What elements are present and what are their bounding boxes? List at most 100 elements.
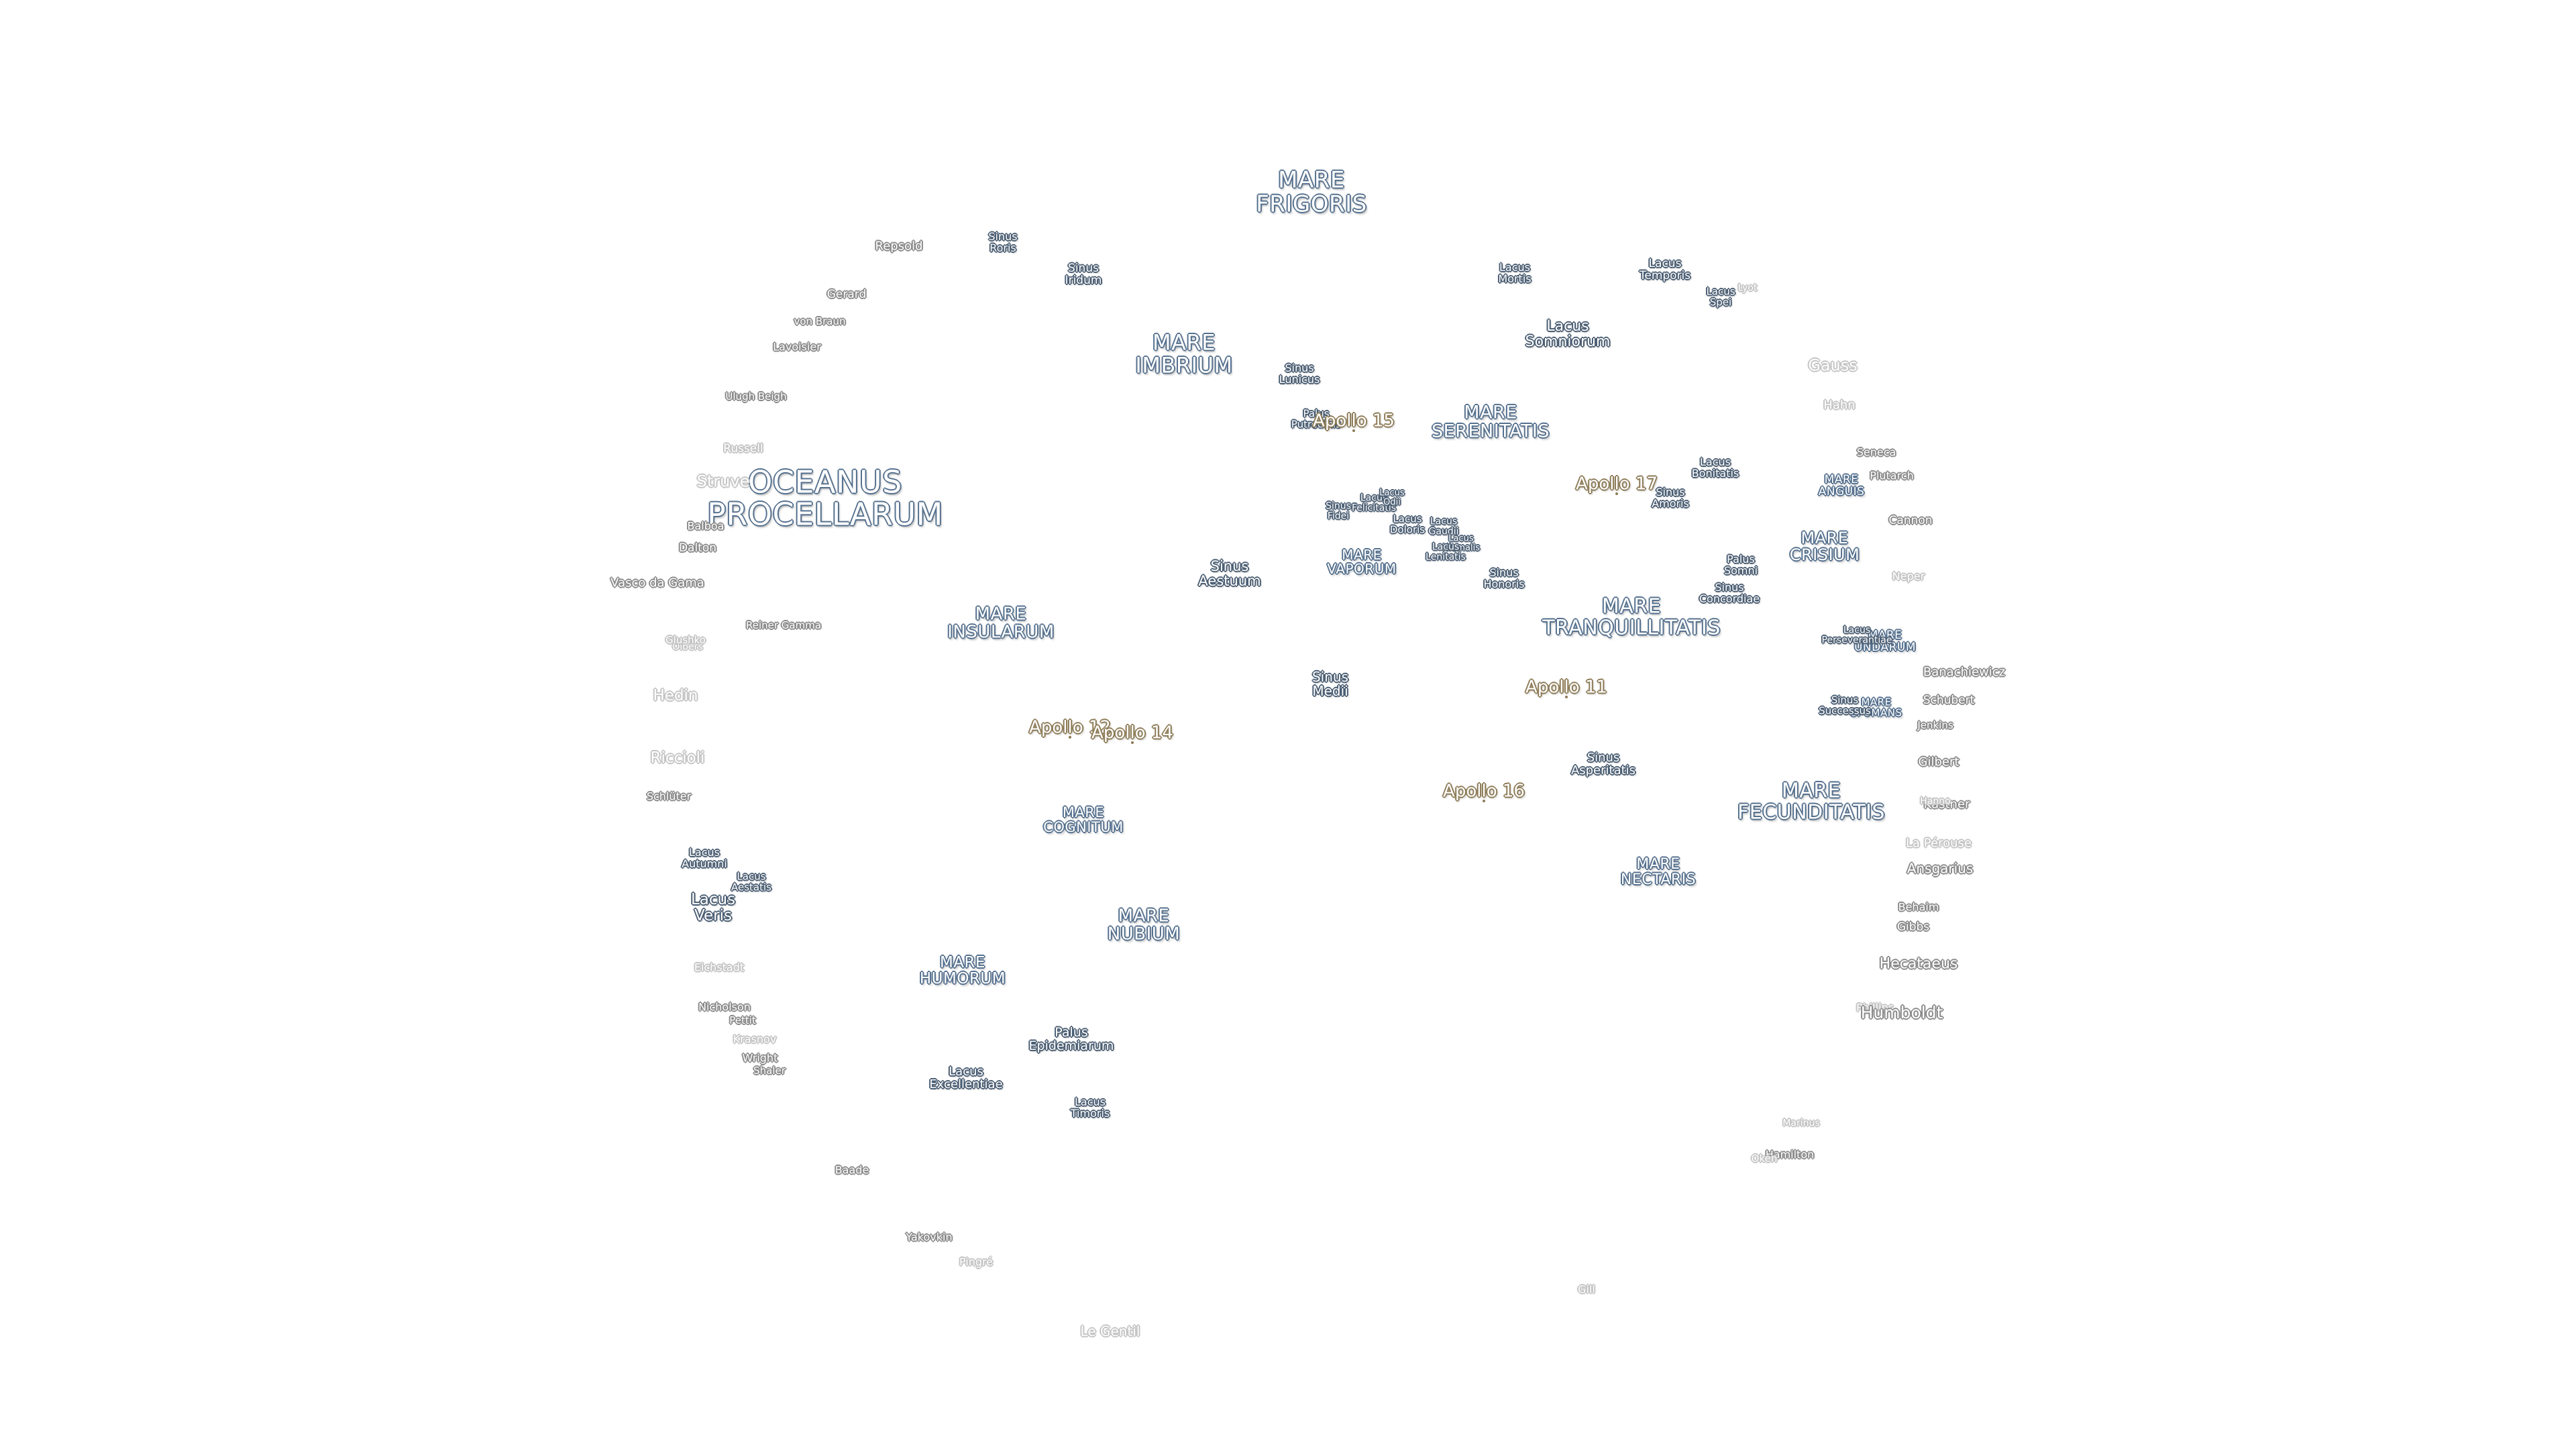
sinus-amoris-label: Sinus Amoris — [1652, 486, 1689, 510]
mare-undarum-label: MARE UNDARUM — [1854, 629, 1917, 654]
mare-anguis-label: MARE ANGUIS — [1818, 473, 1865, 498]
sinus-aestuum-label: Sinus Aestuum — [1198, 557, 1261, 589]
glushko-crater-label: Glushko — [665, 634, 706, 647]
schluter-crater-label: Schlüter — [646, 790, 692, 803]
lacus-hiemalis-label: Lacus Hiemalis — [1442, 533, 1481, 553]
apollo-14-site-label: Apollo 14 — [1091, 722, 1173, 743]
struve-crater-label: Struve — [696, 472, 750, 491]
palus-putredinis-label: Palus Putredinis — [1291, 407, 1342, 430]
sinus-honoris-label: Sinus Honoris — [1483, 566, 1525, 590]
behaim-crater-label: Behaim — [1898, 900, 1939, 914]
lacus-odii-label: Lacus Odii — [1379, 488, 1405, 507]
lacus-lenitatis-label: Lacus Lenitatis — [1426, 541, 1466, 562]
hecataeus-crater-label: Hecataeus — [1879, 955, 1958, 973]
le-gentil-crater-label: Le Gentil — [1080, 1323, 1140, 1340]
riccioli-crater-label: Riccioli — [650, 749, 705, 767]
palus-epidemiarum-label: Palus Epidemiarum — [1028, 1025, 1114, 1053]
lacus-perseverantiae-label: Lacus Perseverantiae — [1821, 625, 1892, 645]
gauss-crater-label: Gauss — [1808, 356, 1858, 375]
lacus-felicitatis-label: Lacus Felicitatis — [1351, 492, 1397, 513]
nicholson-crater-label: Nicholson — [698, 1000, 751, 1014]
mare-nectaris-label: MARE NECTARIS — [1620, 855, 1697, 888]
sinus-concordiae-label: Sinus Concordiae — [1699, 581, 1760, 605]
neper-crater-label: Neper — [1892, 570, 1925, 583]
apollo-12-landing-marker — [1069, 736, 1071, 739]
lacus-temporis-label: Lacus Temporis — [1639, 257, 1691, 282]
lacus-mortis-label: Lacus Mortis — [1498, 261, 1532, 285]
pingre-crater-label: Pingré — [959, 1255, 994, 1269]
repsold-crater-label: Repsold — [875, 239, 923, 254]
lacus-gaudii-label: Lacus Gaudii — [1428, 516, 1459, 537]
ansgarius-crater-label: Ansgarius — [1907, 860, 1974, 877]
gill-crater-label: Gill — [1578, 1283, 1595, 1296]
banachiewicz-crater-label: Banachiewicz — [1923, 665, 2006, 680]
hahn-crater-label: Hahn — [1823, 398, 1856, 413]
mare-cognitum-label: MARE COGNITUM — [1043, 804, 1124, 835]
krasnov-crater-label: Krasnov — [733, 1032, 777, 1046]
lacus-doloris-label: Lacus Doloris — [1389, 513, 1426, 535]
gilbert-crater-label: Gilbert — [1918, 755, 1960, 769]
apollo-14-landing-marker — [1131, 741, 1134, 745]
sinus-successus-label: Sinus Successus — [1819, 694, 1871, 716]
lacus-excellentiae-label: Lacus Excellentiae — [929, 1065, 1003, 1091]
phillips-crater-label: Phillips — [1856, 1001, 1894, 1014]
gerard-crater-label: Gerard — [826, 288, 867, 302]
shaler-crater-label: Shaler — [753, 1065, 786, 1077]
apollo-11-landing-marker — [1565, 696, 1568, 699]
lacus-veris-label: Lacus Veris — [690, 890, 736, 924]
kastner-crater-label: Kästner — [1923, 797, 1970, 812]
mare-fecunditatis-label: MARE FECUNDITATIS — [1737, 779, 1885, 824]
apollo-17-landing-marker — [1615, 492, 1618, 496]
apollo-12-site-label: Apollo 12 — [1029, 717, 1111, 738]
ulugh-beigh-crater-label: Ulugh Beigh — [725, 390, 787, 403]
reiner-gamma-crater-label: Reiner Gamma — [745, 619, 822, 632]
mare-nubium-label: MARE NUBIUM — [1107, 906, 1181, 945]
apollo-15-site-label: Apollo 15 — [1313, 411, 1395, 431]
olbers-crater-label: Olbers — [672, 641, 703, 653]
mare-tranquillitatis-label: MARE TRANQUILLITATIS — [1542, 594, 1721, 639]
mare-insularum-label: MARE INSULARUM — [947, 604, 1055, 643]
lacus-aestatis-label: Lacus Aestatis — [731, 870, 771, 893]
hamilton-crater-label: Hamilton — [1765, 1148, 1815, 1161]
eichstadt-crater-label: Eichstadt — [694, 961, 745, 974]
schubert-crater-label: Schubert — [1923, 694, 1975, 708]
mare-humorum-label: MARE HUMORUM — [919, 953, 1006, 987]
pettit-crater-label: Pettit — [729, 1014, 756, 1027]
mare-frigoris-label: MARE FRIGORIS — [1256, 166, 1367, 217]
mare-crisium-label: MARE CRISIUM — [1789, 528, 1860, 564]
lacus-autumni-label: Lacus Autumni — [682, 846, 727, 870]
mare-imbrium-label: MARE IMBRIUM — [1135, 329, 1233, 378]
sinus-medii-label: Sinus Medii — [1311, 669, 1349, 699]
apollo-16-landing-marker — [1483, 800, 1485, 803]
mare-vaporum-label: MARE VAPORUM — [1327, 547, 1397, 577]
apollo-16-site-label: Apollo 16 — [1443, 781, 1525, 802]
apollo-15-landing-marker — [1352, 429, 1355, 433]
lyot-crater-label: Lyot — [1737, 282, 1758, 294]
cannon-crater-label: Cannon — [1888, 514, 1933, 528]
sinus-asperitatis-label: Sinus Asperitatis — [1570, 751, 1636, 777]
apollo-17-site-label: Apollo 17 — [1576, 474, 1658, 494]
sinus-roris-label: Sinus Roris — [988, 230, 1018, 254]
seneca-crater-label: Seneca — [1856, 445, 1896, 459]
lacus-bonitatis-label: Lacus Bonitatis — [1691, 455, 1739, 480]
lavoisier-crater-label: Lavoisier — [773, 340, 821, 354]
baade-crater-label: Baade — [835, 1163, 869, 1177]
jenkins-crater-label: Jenkins — [1917, 719, 1953, 732]
palus-somni-label: Palus Somni — [1723, 553, 1758, 577]
vasco-da-gama-crater-label: Vasco da Gama — [610, 576, 704, 590]
mare-spumans-label: MARE SPUMANS — [1850, 696, 1902, 718]
plutarch-crater-label: Plutarch — [1870, 469, 1914, 482]
humboldt-crater-label: Humboldt — [1860, 1002, 1943, 1022]
gibbs-crater-label: Gibbs — [1896, 920, 1930, 934]
mare-serenitatis-label: MARE SERENITATIS — [1431, 402, 1550, 442]
wright-crater-label: Wright — [742, 1051, 778, 1065]
oceanus-procellarum-label: OCEANUS PROCELLARUM — [707, 464, 943, 533]
yakovkin-crater-label: Yakovkin — [906, 1230, 953, 1244]
apollo-11-site-label: Apollo 11 — [1525, 677, 1607, 698]
sinus-fidei-label: Sinus Fidei — [1326, 500, 1351, 521]
oken-crater-label: Oken — [1751, 1152, 1778, 1165]
von-braun-crater-label: von Braun — [794, 315, 846, 328]
marinus-crater-label: Marinus — [1782, 1118, 1820, 1129]
sinus-lunicus-label: Sinus Lunicus — [1279, 362, 1320, 386]
